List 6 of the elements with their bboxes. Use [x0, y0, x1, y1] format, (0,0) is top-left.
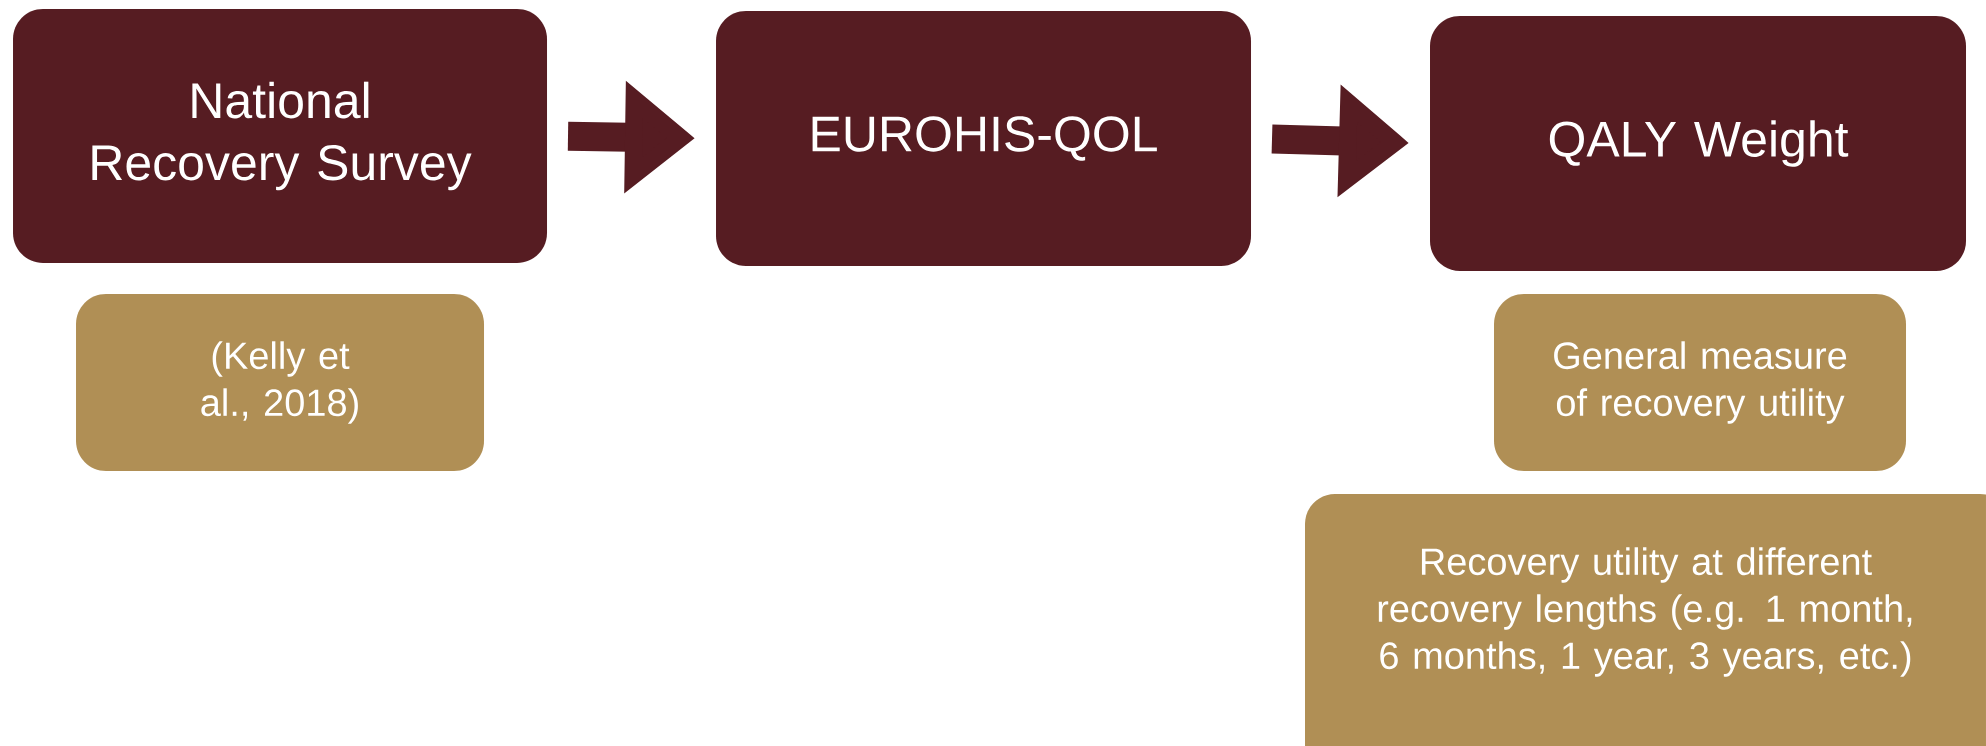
main-box: National Recovery Survey: [13, 9, 547, 263]
main-box: EUROHIS-QOL: [716, 11, 1251, 266]
main-box: QALY Weight: [1430, 16, 1966, 271]
note-box: (Kelly et al., 2018): [76, 294, 484, 471]
note-box: General measure of recovery utility: [1494, 294, 1906, 471]
note-box: Recovery utility at different recovery lengths (e.g. 1 month, 6 months, 1 year, 3 years, etc.): [1305, 494, 1986, 746]
